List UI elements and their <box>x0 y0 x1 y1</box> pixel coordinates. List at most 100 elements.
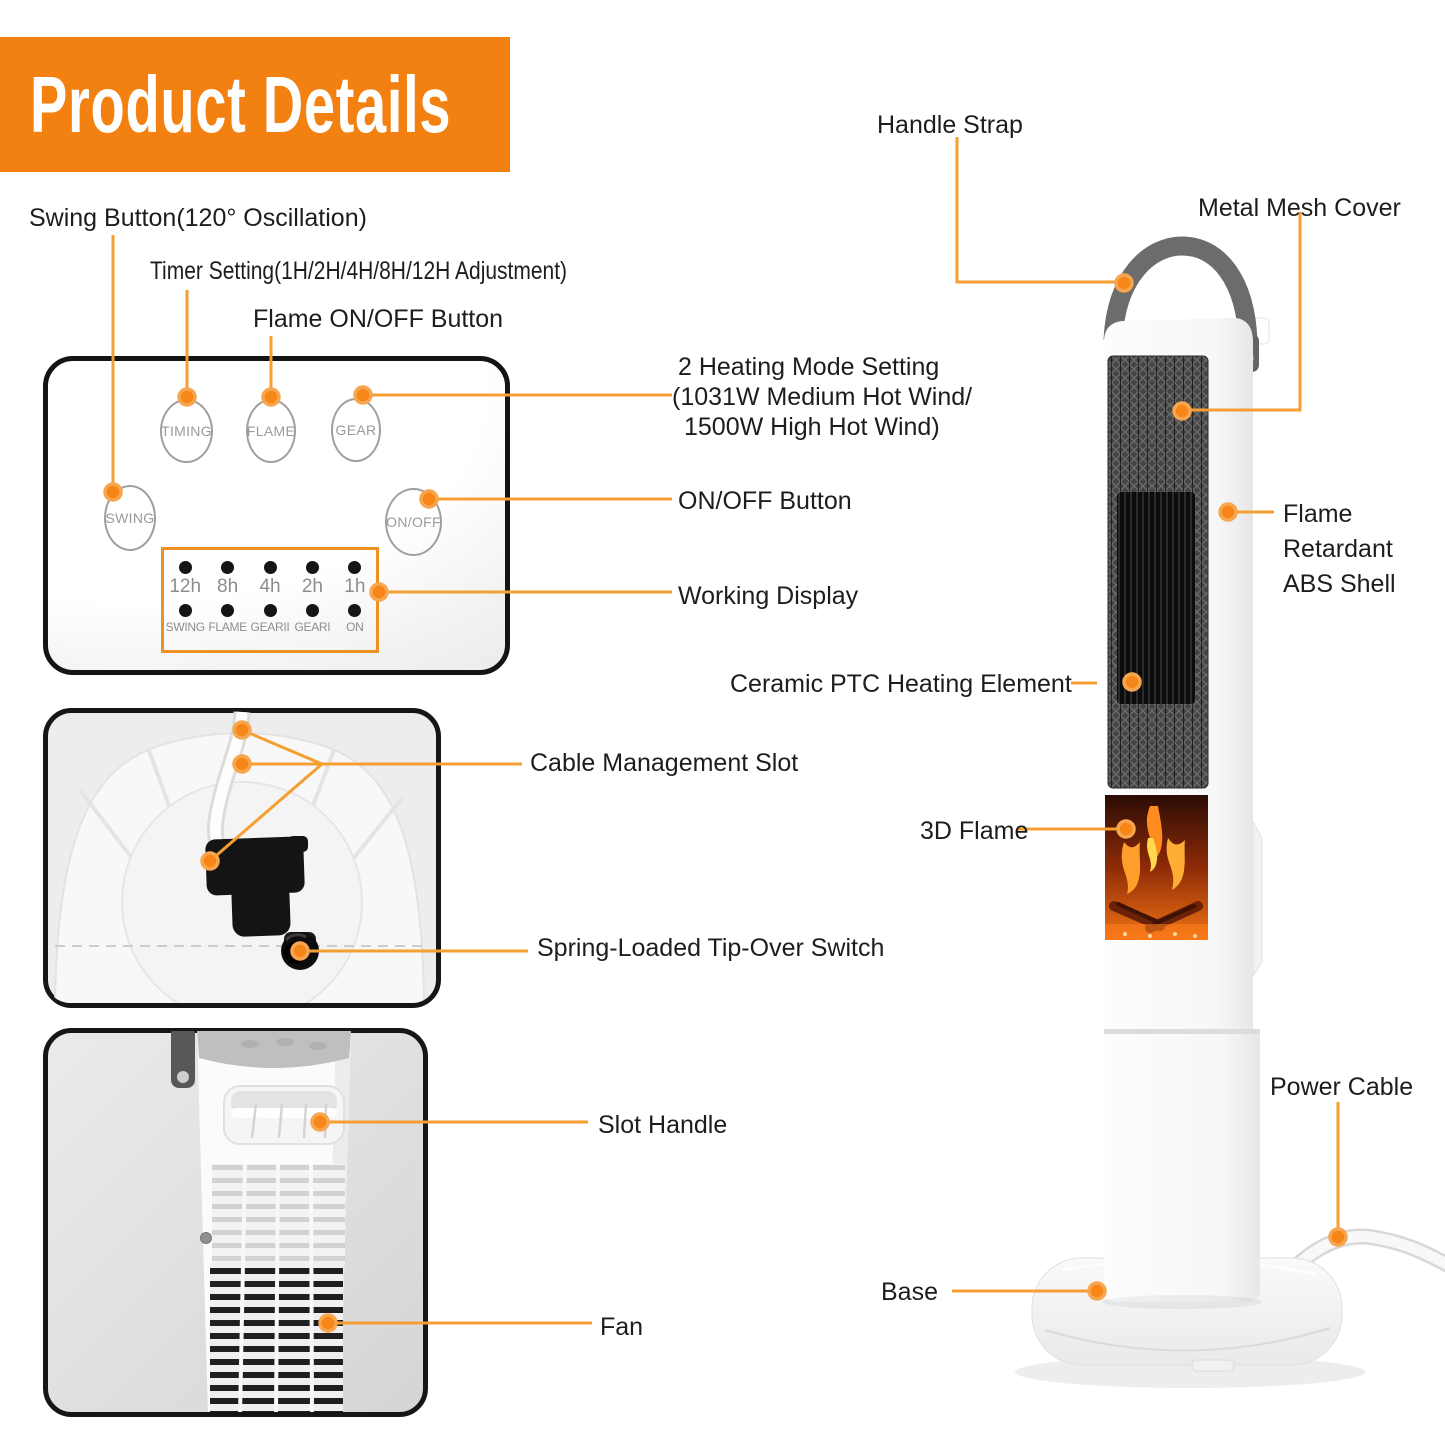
mode-label-on: ON <box>346 620 364 634</box>
panel-button-gear-label: GEAR <box>335 422 377 438</box>
callout-label-fan: Fan <box>600 1313 644 1341</box>
strap-end-graphic <box>171 1031 195 1088</box>
tower-upper-body <box>1104 318 1253 1032</box>
callout-dot-slot-handle <box>310 1112 330 1132</box>
mode-label-flame: FLAME <box>208 620 247 634</box>
base-underside-dome <box>53 732 426 1003</box>
heating-element-graphic <box>1117 492 1195 704</box>
panel-button-onoff: ON/OFF <box>385 488 442 556</box>
strap-mount-tab <box>1251 317 1270 345</box>
callout-line-cable-slot <box>209 728 522 863</box>
mesh-cover-graphic <box>1107 355 1209 789</box>
callout-dot-cable-1 <box>232 720 252 740</box>
callout-dot-fan <box>318 1313 338 1333</box>
callout-label-heating-3: 1500W High Hot Wind) <box>684 413 940 441</box>
diagram-frame <box>43 1028 428 1417</box>
panel-button-timing: TIMING <box>160 399 213 463</box>
callout-dot-handle <box>1114 273 1134 293</box>
callout-dot-flame3d <box>1116 819 1136 839</box>
base-graphic <box>1031 1257 1343 1372</box>
led-gear2 <box>263 604 277 617</box>
cap-marks <box>241 1038 327 1050</box>
led-gear1 <box>305 604 319 617</box>
callout-dot-ceramic <box>1122 672 1142 692</box>
led-swing <box>178 604 192 617</box>
motor-housing <box>121 781 363 1003</box>
tower-seam <box>1104 1029 1260 1034</box>
grille-separators <box>238 1163 314 1412</box>
callout-line-mesh <box>1186 212 1302 412</box>
callout-label-power: Power Cable <box>1270 1073 1414 1101</box>
callout-label-cable-slot: Cable Management Slot <box>530 749 799 777</box>
cable-graphic <box>210 711 248 862</box>
page-title: Product Details <box>30 59 452 149</box>
tower-rear-shade <box>326 1031 351 1412</box>
callout-dot-power <box>1328 1227 1348 1247</box>
timer-label-4h: 4h <box>259 576 281 597</box>
cable-outline <box>207 711 251 863</box>
timer-label-2h: 2h <box>301 576 323 597</box>
callout-label-onoff: ON/OFF Button <box>678 487 852 515</box>
floor-shadow <box>1015 1356 1365 1388</box>
callout-label-abs-2: Retardant <box>1283 535 1393 563</box>
strap-hole <box>177 1071 189 1083</box>
callout-dot-tip-over <box>290 941 310 961</box>
panel-button-swing: SWING <box>104 485 156 551</box>
rear-fan-diagram <box>43 1028 428 1417</box>
callout-dot-base <box>1087 1281 1107 1301</box>
callout-label-display: Working Display <box>678 582 859 610</box>
vent-grille-upper <box>212 1164 345 1264</box>
callout-label-heating-1: 2 Heating Mode Setting <box>678 353 940 381</box>
mode-label-swing: SWING <box>165 620 205 634</box>
base-ribs <box>78 747 404 1002</box>
panel-button-timing-label: TIMING <box>161 423 212 439</box>
slot-handle-graphic <box>223 1085 345 1145</box>
mode-label-gear1: GEAR I <box>294 620 331 634</box>
tower-lower-column <box>1104 1034 1260 1302</box>
led-12h <box>178 561 192 574</box>
grip-notch <box>1252 820 1263 978</box>
display-col-4h: 4h GEAR II <box>249 550 291 650</box>
callout-label-flame3d: 3D Flame <box>920 817 1029 845</box>
callout-label-handle: Handle Strap <box>877 111 1023 139</box>
callout-label-abs-3: ABS Shell <box>1283 570 1396 598</box>
timer-label-1h: 1h <box>344 576 366 597</box>
cable-slot-graphic <box>205 836 308 937</box>
tip-over-switch-graphic <box>281 932 319 970</box>
led-8h <box>221 561 235 574</box>
fan-grille-lower <box>210 1262 343 1412</box>
base-underside-diagram <box>43 708 441 1008</box>
panel-button-swing-label: SWING <box>105 510 155 526</box>
tower-rear-body <box>197 1031 351 1412</box>
flame-display-graphic <box>1105 795 1208 940</box>
panel-button-onoff-label: ON/OFF <box>386 514 441 530</box>
timer-label-8h: 8h <box>217 576 239 597</box>
top-cap-rear <box>197 1031 351 1068</box>
callout-label-mesh: Metal Mesh Cover <box>1198 194 1401 222</box>
panel-button-flame: FLAME <box>246 399 296 463</box>
display-col-12h: 12h SWING <box>164 550 206 650</box>
panel-button-gear: GEAR <box>331 398 381 462</box>
callout-label-base: Base <box>881 1278 938 1306</box>
led-1h <box>348 561 362 574</box>
title-banner: Product Details <box>0 37 510 172</box>
callout-label-timer: Timer Setting(1H/2H/4H/8H/12H Adjustment… <box>150 257 568 285</box>
callout-label-ceramic: Ceramic PTC Heating Element <box>730 670 1072 698</box>
display-col-8h: 8h FLAME <box>206 550 248 650</box>
led-2h <box>305 561 319 574</box>
callout-label-tip-over: Spring-Loaded Tip-Over Switch <box>537 934 885 962</box>
working-display-panel: 12h SWING 8h FLAME 4h GEAR II 2h GEAR I … <box>161 547 379 653</box>
panel-button-flame-label: FLAME <box>246 423 296 439</box>
handle-strap-graphic <box>1103 236 1259 372</box>
column-contact-shadow <box>1102 1295 1262 1309</box>
callout-dot-abs <box>1218 502 1238 522</box>
led-4h <box>263 561 277 574</box>
callout-dot-cable-3 <box>200 851 220 871</box>
callout-label-heating-2: (1031W Medium Hot Wind/ <box>672 383 973 411</box>
power-cable-graphic <box>1282 1228 1445 1280</box>
callout-dot-mesh <box>1172 401 1192 421</box>
display-col-2h: 2h GEAR I <box>291 550 333 650</box>
callout-label-abs-1: Flame <box>1283 500 1353 528</box>
callout-label-flame-btn: Flame ON/OFF Button <box>253 305 504 333</box>
